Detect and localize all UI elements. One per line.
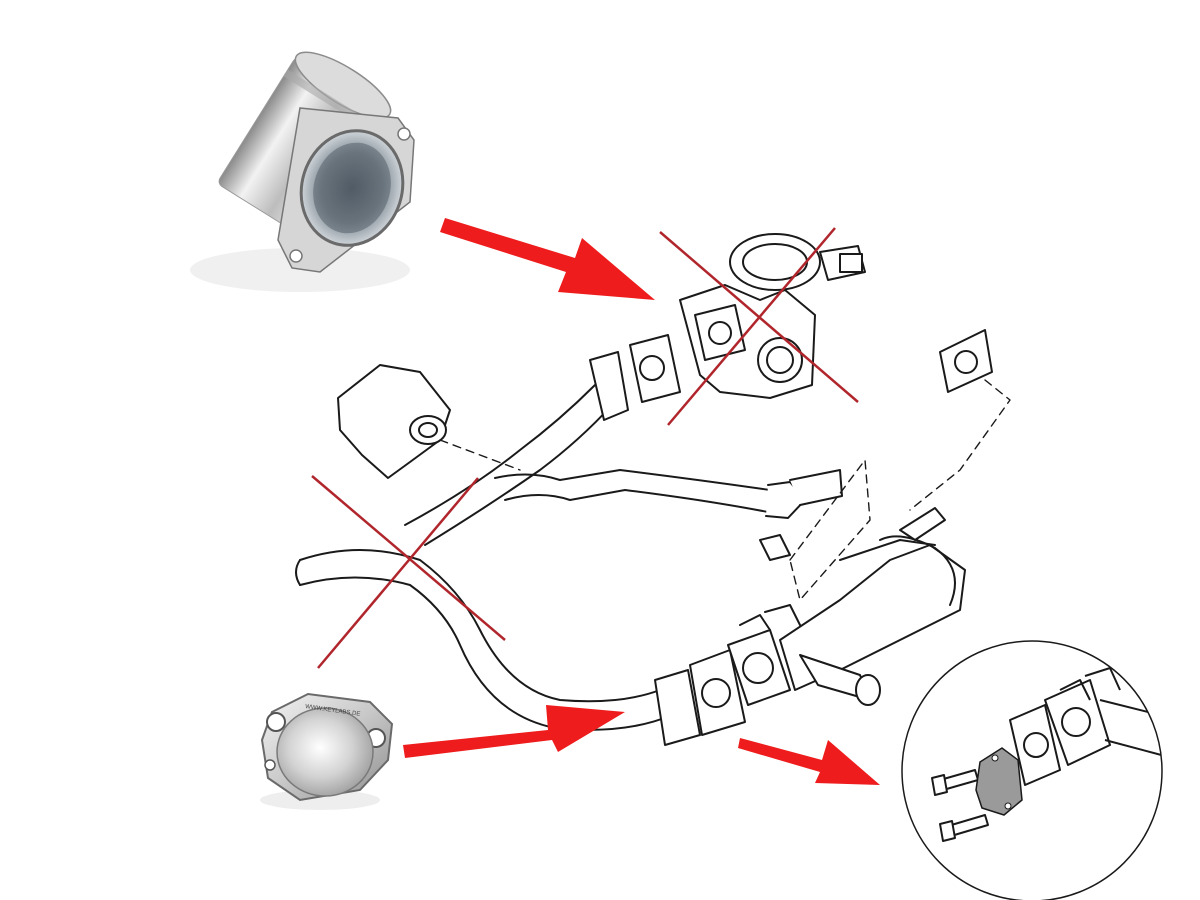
remove-egr-cooler-pipe-cross [311,475,506,669]
installed-blanking-plate [975,747,1023,816]
thermostat-housing [337,364,451,479]
arrow-to-egr-valve [440,218,655,300]
egr-blanking-plate-photo: WWW.KEYLABS.DE [260,692,394,810]
egr-gasket [939,329,993,393]
exhaust-system-line-drawing [295,233,1011,746]
remove-egr-valve-cross [659,227,859,426]
egr-delete-pipe-photo [190,51,415,292]
arrow-to-detail-inset [738,738,880,785]
blanking-plate-installed-detail [901,640,1163,900]
arrow-to-cooler-flange [403,705,625,758]
